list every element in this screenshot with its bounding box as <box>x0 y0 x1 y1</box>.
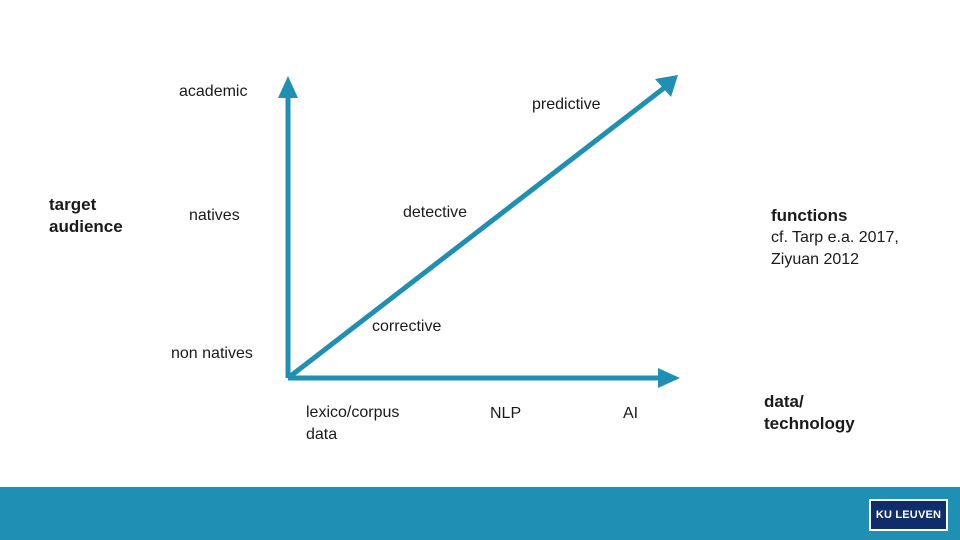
target-audience-label: target audience <box>49 195 123 236</box>
corrective-label: corrective <box>372 318 442 335</box>
vertical-arrowhead <box>278 76 298 98</box>
diagonal-arrowhead <box>655 75 678 97</box>
nlp-label: NLP <box>490 405 522 422</box>
footer-bar <box>0 487 960 540</box>
predictive-label: predictive <box>532 96 601 113</box>
data-technology-label: data/ technology <box>764 392 855 433</box>
lexico-corpus-label: lexico/corpus data <box>306 404 400 443</box>
detective-label: detective <box>403 204 468 221</box>
ai-label: AI <box>623 405 639 422</box>
diagonal-axis <box>286 86 666 380</box>
academic-label: academic <box>179 83 248 100</box>
horizontal-arrowhead <box>658 368 680 388</box>
ku-leuven-logo: KU LEUVEN <box>869 499 948 531</box>
non-natives-label: non natives <box>171 345 253 362</box>
natives-label: natives <box>189 207 240 224</box>
functions-label: functions <box>771 206 848 225</box>
functions-reference: cf. Tarp e.a. 2017, Ziyuan 2012 <box>771 229 899 268</box>
